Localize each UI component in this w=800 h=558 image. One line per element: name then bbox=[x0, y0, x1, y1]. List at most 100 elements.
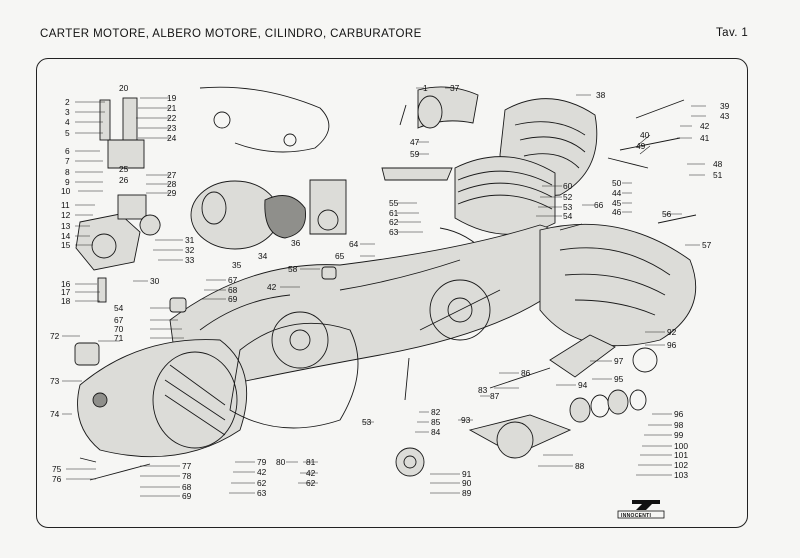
callout-label: 31 bbox=[185, 235, 195, 245]
callout-label: 88 bbox=[575, 461, 585, 471]
scooter-frame-sketch bbox=[199, 86, 330, 153]
callout-label: 70 bbox=[114, 324, 124, 334]
callout-label: 74 bbox=[50, 409, 60, 419]
callout-label: 55 bbox=[389, 198, 399, 208]
callout-label: 68 bbox=[228, 285, 238, 295]
cylinder-head-and-barrel bbox=[381, 86, 598, 259]
callout-label: 77 bbox=[182, 461, 192, 471]
callout-label: 53 bbox=[563, 202, 573, 212]
callout-label: 16 bbox=[61, 279, 71, 289]
callout-label: 72 bbox=[50, 331, 60, 341]
callout-label: 95 bbox=[614, 374, 624, 384]
callout-label: 20 bbox=[119, 83, 129, 93]
callout-label: 40 bbox=[640, 130, 650, 140]
callout-label: 19 bbox=[167, 93, 177, 103]
callout-label: 82 bbox=[431, 407, 441, 417]
callout-label: 41 bbox=[700, 133, 710, 143]
callout-label: 28 bbox=[167, 179, 177, 189]
callout-label: 42 bbox=[267, 282, 277, 292]
callout-label: 37 bbox=[450, 83, 460, 93]
callout-label: 29 bbox=[167, 188, 177, 198]
callout-label: 38 bbox=[596, 90, 606, 100]
callout-label: 52 bbox=[563, 192, 573, 202]
callout-label: 9 bbox=[65, 177, 70, 187]
callout-label: 43 bbox=[720, 111, 730, 121]
callout-label: 42 bbox=[306, 468, 316, 478]
callout-label: 47 bbox=[410, 137, 420, 147]
callout-label: 78 bbox=[182, 471, 192, 481]
diagram-frame bbox=[36, 58, 748, 528]
callout-label: 102 bbox=[674, 460, 688, 470]
callout-label: 23 bbox=[167, 123, 177, 133]
callout-label: 81 bbox=[306, 457, 316, 467]
callout-label: 76 bbox=[52, 474, 62, 484]
callout-label: 62 bbox=[306, 478, 316, 488]
logo-text: INNOCENTI bbox=[621, 513, 652, 519]
callout-label: 75 bbox=[52, 464, 62, 474]
callout-label: 5 bbox=[65, 128, 70, 138]
misc-parts bbox=[74, 99, 697, 481]
callout-label: 62 bbox=[389, 217, 399, 227]
callout-label: 22 bbox=[167, 113, 177, 123]
callout-label: 100 bbox=[674, 441, 688, 451]
callout-label: 26 bbox=[119, 175, 129, 185]
callout-label: 35 bbox=[232, 260, 242, 270]
callout-label: 24 bbox=[167, 133, 177, 143]
callout-label: 51 bbox=[713, 170, 723, 180]
callout-label: 8 bbox=[65, 167, 70, 177]
callout-label: 73 bbox=[50, 376, 60, 386]
callout-label: 25 bbox=[119, 164, 129, 174]
callout-label: 97 bbox=[614, 356, 624, 366]
callout-label: 18 bbox=[61, 296, 71, 306]
callout-label: 94 bbox=[578, 380, 588, 390]
plate-number: Tav. 1 bbox=[716, 27, 749, 39]
callout-label: 87 bbox=[490, 391, 500, 401]
callout-label: 96 bbox=[674, 409, 684, 419]
callout-numbers: 20 2 3 4 5 6 7 8 9 10 11 12 13 14 15 16 … bbox=[50, 83, 730, 501]
callout-label: 7 bbox=[65, 156, 70, 166]
callout-label: 84 bbox=[431, 427, 441, 437]
callout-label: 63 bbox=[257, 488, 267, 498]
callout-label: 15 bbox=[61, 240, 71, 250]
callout-label: 67 bbox=[114, 315, 124, 325]
callout-label: 14 bbox=[61, 231, 71, 241]
callout-label: 13 bbox=[61, 221, 71, 231]
callout-label: 71 bbox=[114, 333, 124, 343]
callout-label: 12 bbox=[61, 210, 71, 220]
callout-label: 86 bbox=[521, 368, 531, 378]
callout-label: 69 bbox=[182, 491, 192, 501]
callout-label: 49 bbox=[636, 141, 646, 151]
callout-label: 85 bbox=[431, 417, 441, 427]
callout-label: 93 bbox=[461, 415, 471, 425]
callout-label: 34 bbox=[258, 251, 268, 261]
callout-label: 44 bbox=[612, 188, 622, 198]
callout-label: 46 bbox=[612, 207, 622, 217]
callout-label: 62 bbox=[257, 478, 267, 488]
callout-label: 33 bbox=[185, 255, 195, 265]
callout-label: 42 bbox=[257, 467, 267, 477]
air-filter-and-carburettor bbox=[190, 179, 347, 250]
callout-label: 54 bbox=[563, 211, 573, 221]
callout-label: 90 bbox=[462, 478, 472, 488]
callout-label: 60 bbox=[563, 181, 573, 191]
callout-label: 11 bbox=[61, 200, 70, 210]
callout-label: 58 bbox=[288, 264, 298, 274]
crankshaft-assembly bbox=[395, 334, 658, 477]
crankcase-gasket bbox=[229, 322, 359, 429]
callout-label: 83 bbox=[478, 385, 488, 395]
page-title: CARTER MOTORE, ALBERO MOTORE, CILINDRO, … bbox=[40, 28, 422, 40]
callout-label: 54 bbox=[114, 303, 124, 313]
callout-label: 32 bbox=[185, 245, 195, 255]
callout-label: 36 bbox=[291, 238, 301, 248]
callout-label: 99 bbox=[674, 430, 684, 440]
callout-label: 50 bbox=[612, 178, 622, 188]
callout-label: 64 bbox=[349, 239, 359, 249]
leader-lines bbox=[62, 87, 706, 497]
callout-label: 89 bbox=[462, 488, 472, 498]
callout-label: 30 bbox=[150, 276, 160, 286]
callout-label: 103 bbox=[674, 470, 688, 480]
callout-label: 21 bbox=[167, 103, 177, 113]
callout-label: 69 bbox=[228, 294, 238, 304]
callout-label: 67 bbox=[228, 275, 238, 285]
